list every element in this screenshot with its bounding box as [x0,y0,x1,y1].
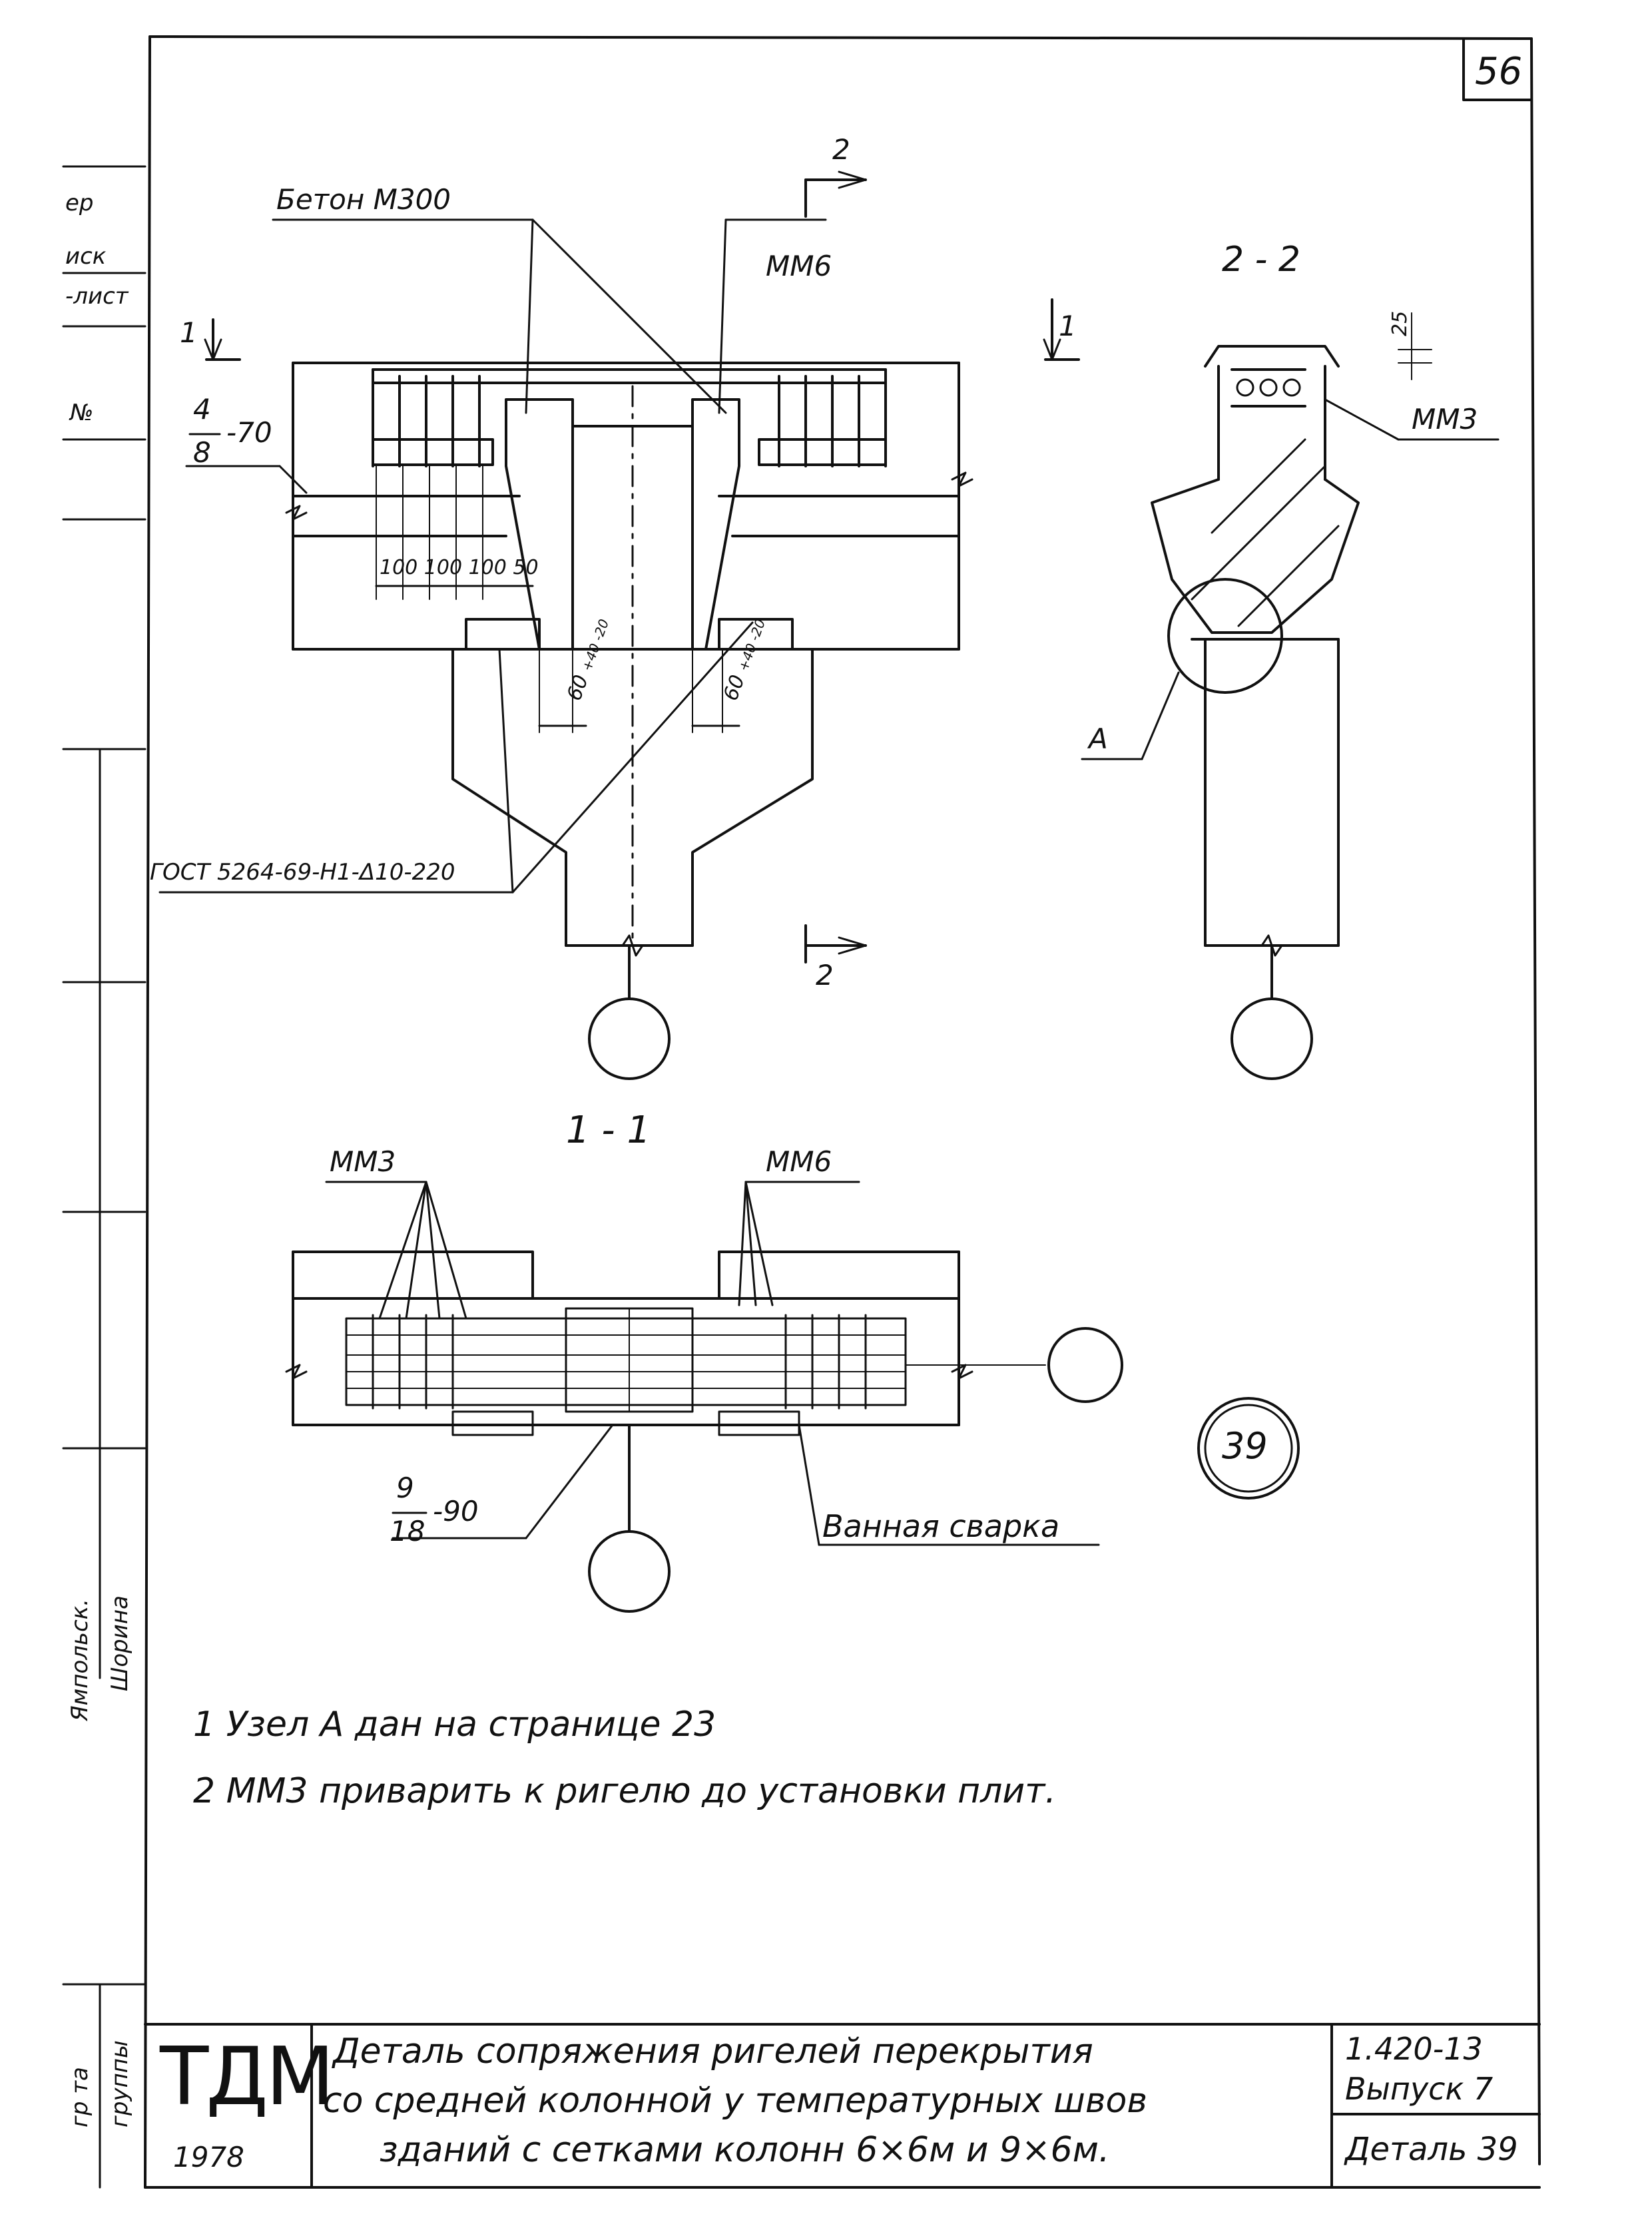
title-block-lines [144,2023,1541,2189]
section-2-2-view [1081,312,1500,1080]
section-1-1-title: 1 - 1 [566,1109,651,1152]
detail-designation: Деталь 39 [1345,2131,1518,2168]
series-number: 1.420-13 [1345,2031,1483,2067]
title-line-2: со средней колонной у температурных швов [323,2081,1147,2121]
section-marker-1-left: 1 [180,316,198,349]
left-strip-label-6: Шорина [107,1595,133,1691]
node-a-label: А [1089,722,1108,755]
title-line-1: Деталь сопряжения ригелей перекрытия [333,2032,1093,2072]
gost-weld-label: ГОСТ 5264-69-Н1-Δ10-220 [150,859,455,886]
concrete-label: Бетон М300 [276,183,451,216]
page-number: 56 [1475,50,1523,93]
left-strip-label-2: иск [65,243,107,270]
mm6-label-plan: ММ6 [766,1145,832,1178]
issue-number: Выпуск 7 [1345,2071,1494,2107]
mm6-label-elevation: ММ6 [766,250,832,282]
section-2-2-title: 2 - 2 [1222,240,1300,280]
mm3-label-plan: ММ3 [330,1145,396,1178]
section-marker-2-top: 2 [832,133,850,166]
left-strip [62,165,146,2189]
elevation-view [158,170,1080,1080]
left-strip-label-7: гр та [67,2067,93,2127]
left-strip-label-8: группы [107,2040,133,2127]
left-strip-label-5: Ямпольск. [67,1598,93,1721]
mm3-label-section: ММ3 [1412,403,1478,435]
fraction-plan-value: -90 [433,1495,479,1527]
title-line-3: зданий с сетками колонн 6×6м и 9×6м. [380,2130,1110,2170]
fraction-left-denominator: 8 [193,436,211,469]
tdm-logo: ТДМ [160,2031,335,2123]
left-strip-label-3: -лист [65,283,129,310]
dim-25: 25 [1388,310,1412,336]
fraction-plan-numerator: 9 [396,1472,414,1504]
note-1: 1 Узел А дан на странице 23 [193,1705,716,1745]
fraction-plan-denominator: 18 [390,1515,425,1547]
year-label: 1978 [173,2141,244,2173]
left-strip-label-4: № [70,400,94,426]
bath-weld-label: Ванная сварка [822,1508,1060,1544]
fraction-left-value: -70 [226,416,272,449]
left-strip-label-1: ер [65,190,94,216]
note-2: 2 ММ3 приварить к ригелю до установки пл… [193,1771,1056,1811]
section-marker-2-bottom: 2 [816,959,834,991]
detail-number: 39 [1222,1425,1268,1467]
sheet-frame [144,35,1541,2189]
section-1-1-view [285,1181,1300,1613]
spacing-dimensions: 100 100 100 50 [380,556,539,579]
fraction-left-numerator: 4 [193,393,211,425]
section-marker-1-right: 1 [1059,310,1077,342]
